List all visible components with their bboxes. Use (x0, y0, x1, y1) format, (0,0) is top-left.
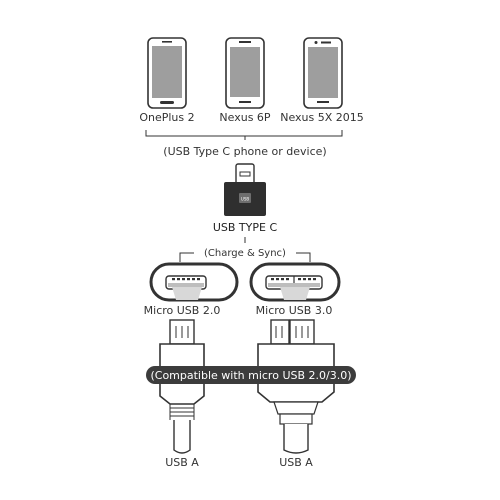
phone-nexus-6p (225, 37, 265, 109)
phone-label: OnePlus 2 (139, 111, 194, 124)
port-label: Micro USB 3.0 (256, 304, 333, 317)
micro-usb-2-port (149, 262, 239, 302)
split-bracket (179, 252, 311, 262)
phone-label: Nexus 5X 2015 (280, 111, 364, 124)
phone-oneplus-2 (147, 37, 187, 109)
phone-label: Nexus 6P (219, 111, 271, 124)
charge-label: (Charge & Sync) (204, 248, 286, 259)
cable-end-label: USB A (279, 456, 313, 469)
compat-label: (Compatible with micro USB 2.0/3.0) (150, 369, 351, 382)
group-bracket (145, 130, 343, 140)
compat-pill (146, 366, 356, 384)
port-label: Micro USB 2.0 (144, 304, 221, 317)
connector-chip-label: USB (241, 197, 249, 202)
connector-label: USB TYPE C (213, 221, 278, 234)
micro-usb-3-plug (257, 319, 335, 454)
usb-type-c-connector (224, 163, 266, 216)
group-label: (USB Type C phone or device) (163, 145, 326, 158)
micro-usb-3-port (249, 262, 341, 302)
micro-usb-2-plug (159, 319, 205, 454)
cable-end-label: USB A (165, 456, 199, 469)
phone-nexus-5x (303, 37, 343, 109)
